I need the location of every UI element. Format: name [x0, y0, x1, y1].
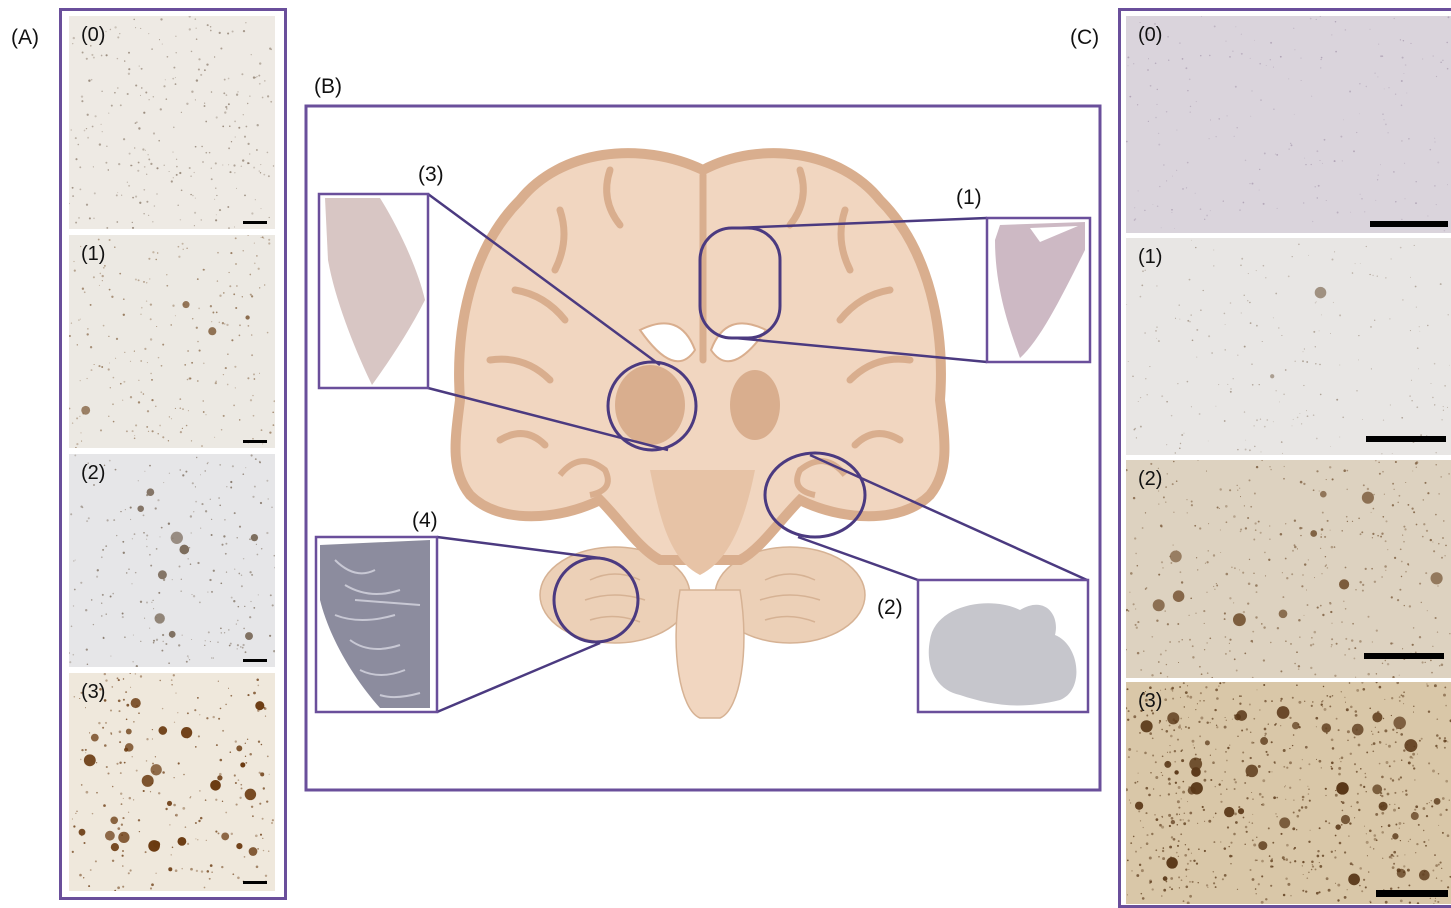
inset-1 [987, 218, 1090, 362]
region-label-4: (4) [412, 509, 438, 532]
region-label-2: (2) [877, 596, 903, 619]
cerebrum [456, 153, 945, 575]
inset-4 [316, 537, 437, 712]
region-label-1: (1) [956, 186, 982, 209]
inset-2 [918, 580, 1088, 712]
inset-3 [319, 194, 428, 388]
region-label-3: (3) [418, 163, 444, 186]
